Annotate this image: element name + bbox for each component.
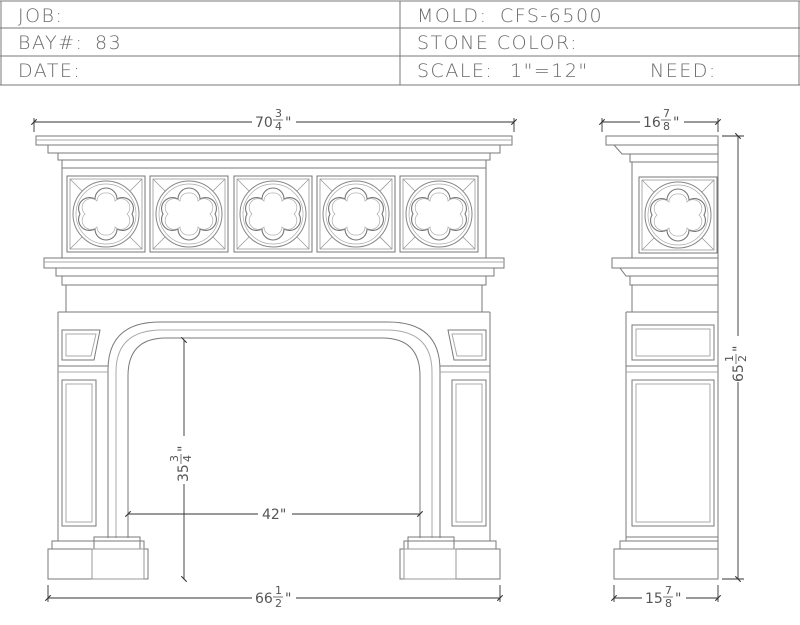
job-label: JOB: <box>18 5 64 27</box>
dim-opening-width: 42" <box>262 507 286 523</box>
dim-base-width-num: 1 <box>275 584 282 597</box>
dim-opening-height-den: 4 <box>181 455 194 462</box>
dim-front-width-unit: " <box>285 115 291 131</box>
dim-base-width-whole: 66 <box>255 591 273 607</box>
dim-side-top-depth-num: 7 <box>663 107 670 120</box>
title-block-grid <box>0 0 800 86</box>
dim-base-width: 66 1 2 " <box>255 584 291 610</box>
dim-side-top-depth-whole: 16 <box>643 115 661 131</box>
front-elevation <box>35 135 513 580</box>
scale-value: 1"=12" <box>510 60 589 82</box>
dim-side-top-depth-den: 8 <box>663 120 670 133</box>
dim-base-width-unit: " <box>285 591 291 607</box>
side-elevation <box>605 135 719 580</box>
bay-label: BAY#: <box>18 32 84 54</box>
bay-value: 83 <box>95 32 123 54</box>
mold-label: MOLD: <box>417 5 488 27</box>
stone-color-label: STONE COLOR: <box>417 32 578 54</box>
dim-front-width-den: 4 <box>275 120 282 133</box>
dim-opening-height-num: 3 <box>168 455 181 462</box>
dimension-lines <box>30 118 744 602</box>
dim-front-width-num: 3 <box>275 107 282 120</box>
dim-side-height-den: 2 <box>736 355 749 362</box>
scale-label: SCALE: <box>417 60 494 82</box>
dim-side-top-depth-unit: " <box>673 115 679 131</box>
dim-opening-height: 35 3 4 " <box>168 446 194 482</box>
dim-side-height-unit: " <box>731 346 747 352</box>
dim-front-width: 70 3 4 " <box>255 107 291 133</box>
dim-side-height-num: 1 <box>723 355 736 362</box>
date-label: DATE: <box>18 60 82 82</box>
dim-side-height-whole: 65 <box>731 364 747 382</box>
need-label: NEED: <box>650 60 717 82</box>
dim-front-width-whole: 70 <box>255 115 273 131</box>
dim-side-base-depth-den: 8 <box>665 597 672 610</box>
dim-opening-height-unit: " <box>176 446 192 452</box>
dim-side-base-depth-num: 7 <box>665 584 672 597</box>
dim-side-base-depth-whole: 15 <box>645 591 663 607</box>
dim-opening-height-whole: 35 <box>176 464 192 482</box>
mold-value: CFS-6500 <box>500 5 604 27</box>
dim-side-top-depth: 16 7 8 " <box>643 107 679 133</box>
dim-side-base-depth-unit: " <box>675 591 681 607</box>
dim-base-width-den: 2 <box>275 597 282 610</box>
dim-side-base-depth: 15 7 8 " <box>645 584 681 610</box>
dim-side-height: 65 1 2 " <box>723 346 749 382</box>
